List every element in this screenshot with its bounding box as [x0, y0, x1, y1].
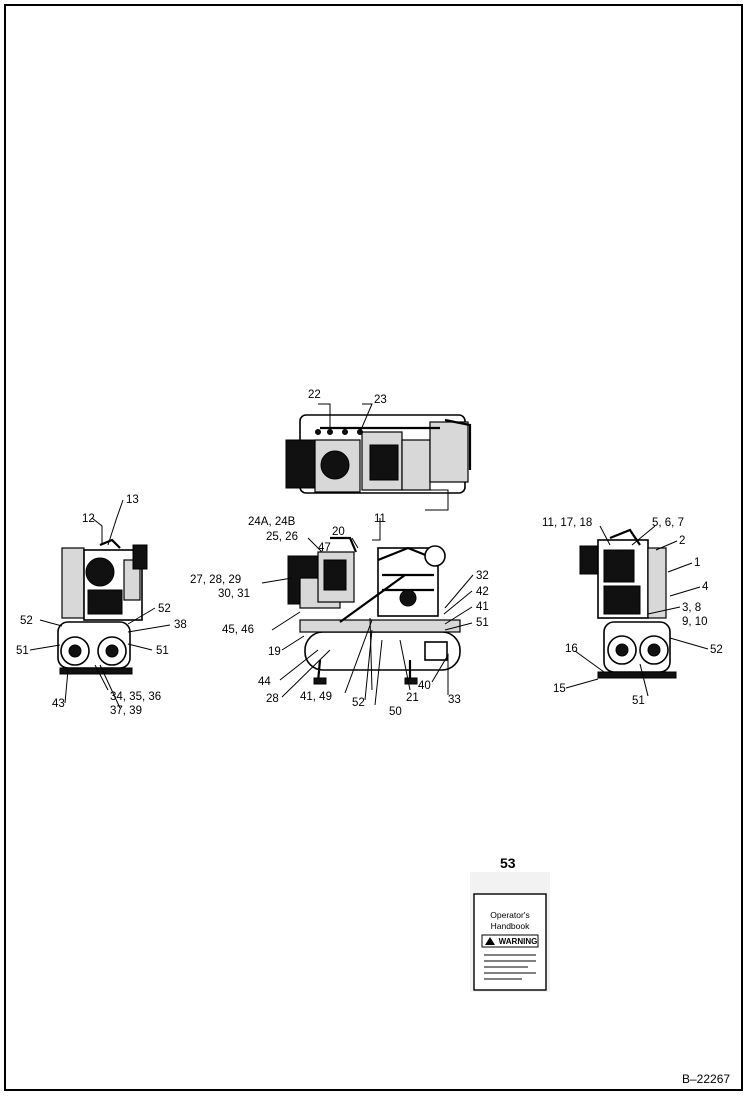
handbook-warning-label: WARNING [499, 937, 538, 946]
callout-51-left-b: 51 [156, 645, 169, 657]
callout-2: 2 [679, 535, 685, 547]
callout-41-49: 41, 49 [300, 691, 332, 703]
drawing-reference-number: B–22267 [682, 1072, 730, 1086]
callout-22: 22 [308, 389, 321, 401]
callout-11-17-18: 11, 17, 18 [542, 517, 592, 529]
callout-21: 21 [406, 692, 419, 704]
callout-44: 44 [258, 676, 271, 688]
callout-11-center: 11 [374, 513, 386, 525]
callout-43: 43 [52, 698, 65, 710]
page-border [4, 4, 743, 1091]
callout-1: 1 [694, 557, 700, 569]
callout-20: 20 [332, 526, 345, 538]
callout-41-center: 41 [476, 601, 489, 613]
operators-handbook-item [470, 872, 550, 992]
callout-45-46: 45, 46 [222, 624, 254, 636]
callout-25-26: 25, 26 [266, 531, 298, 543]
left-end-view [29, 499, 171, 709]
handbook-title-line1: Operator's [490, 910, 529, 920]
callout-9-10: 9, 10 [682, 616, 708, 628]
callout-37-39: 37, 39 [110, 705, 142, 717]
callout-30-31: 30, 31 [218, 588, 250, 600]
callout-28: 28 [266, 693, 279, 705]
callout-23: 23 [374, 394, 387, 406]
callout-52-left-a: 52 [20, 615, 33, 627]
callout-52-left-b: 52 [158, 603, 171, 615]
callout-52-center: 52 [352, 697, 365, 709]
callout-19: 19 [268, 646, 281, 658]
callout-15: 15 [553, 683, 566, 695]
callout-24A-24B: 24A, 24B [248, 516, 296, 528]
callout-52-right: 52 [710, 644, 723, 656]
callout-3-8: 3, 8 [682, 602, 701, 614]
right-end-view [565, 525, 709, 697]
callout-51-center: 51 [476, 617, 489, 629]
callout-50: 50 [389, 706, 402, 718]
callout-51-left-a: 51 [16, 645, 29, 657]
center-side-view [261, 518, 474, 706]
callout-53: 53 [500, 855, 516, 871]
callout-5-6-7: 5, 6, 7 [652, 517, 684, 529]
callout-32: 32 [476, 570, 489, 582]
callout-42: 42 [476, 586, 489, 598]
callout-33: 33 [448, 694, 461, 706]
callout-12: 12 [82, 513, 95, 525]
callout-27-28-29: 27, 28, 29 [190, 574, 241, 586]
callout-13: 13 [126, 494, 139, 506]
callout-34-35-36: 34, 35, 36 [110, 691, 161, 703]
callout-47: 47 [318, 542, 331, 554]
callout-51-right: 51 [632, 695, 645, 707]
callout-38: 38 [174, 619, 187, 631]
callout-40: 40 [418, 680, 431, 692]
top-view-compressor [285, 403, 472, 511]
callout-16: 16 [565, 643, 578, 655]
handbook-title-line2: Handbook [491, 921, 531, 931]
callout-4: 4 [702, 581, 709, 593]
